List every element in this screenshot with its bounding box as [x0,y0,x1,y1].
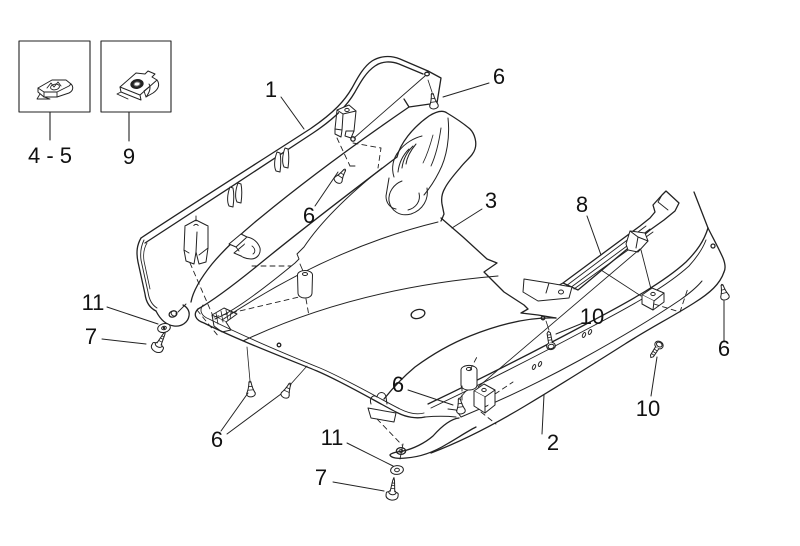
svg-text:10: 10 [580,304,604,329]
svg-text:6: 6 [211,427,223,452]
svg-text:10: 10 [636,396,660,421]
svg-text:8: 8 [576,192,588,217]
svg-text:4 - 5: 4 - 5 [28,143,72,168]
svg-text:9: 9 [123,144,135,169]
svg-text:1: 1 [265,77,277,102]
svg-text:11: 11 [321,425,344,450]
svg-text:7: 7 [315,465,327,490]
svg-text:7: 7 [85,324,97,349]
svg-text:6: 6 [493,64,505,89]
svg-text:3: 3 [485,188,497,213]
svg-text:11: 11 [82,290,105,315]
svg-text:6: 6 [718,336,730,361]
svg-text:2: 2 [547,430,559,455]
svg-text:6: 6 [392,372,404,397]
svg-text:6: 6 [303,203,315,228]
